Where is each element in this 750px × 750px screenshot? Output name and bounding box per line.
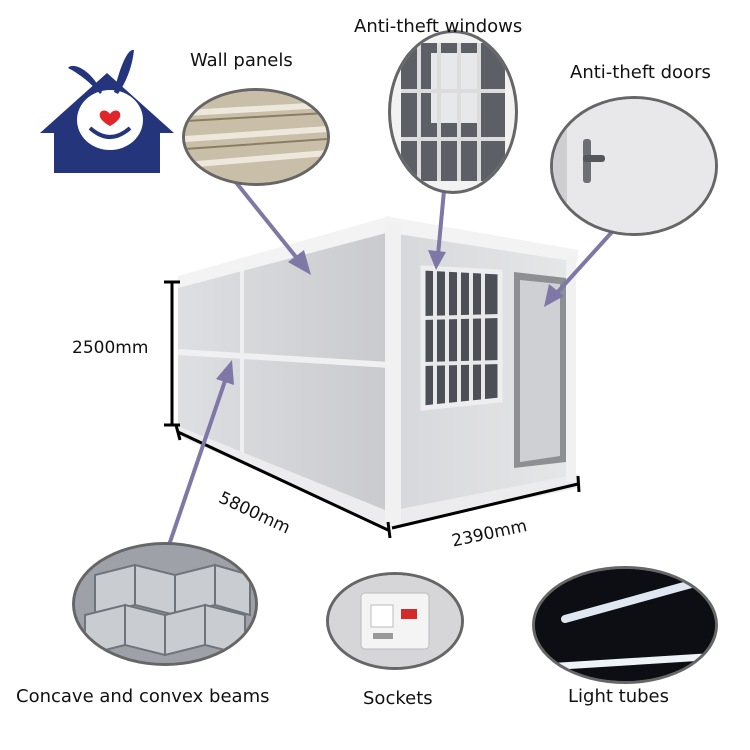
anti-theft-door-photo xyxy=(550,96,718,236)
label-anti-theft-windows: Anti-theft windows xyxy=(354,16,523,37)
label-concave-convex-beams: Concave and convex beams xyxy=(16,686,270,707)
wall-panel-photo xyxy=(182,88,330,186)
label-sockets: Sockets xyxy=(363,688,433,709)
brand-logo xyxy=(32,28,182,178)
anti-theft-window-photo xyxy=(388,30,518,194)
light-tubes-photo xyxy=(532,566,718,684)
sockets-photo xyxy=(326,572,464,670)
concave-convex-beams-photo xyxy=(72,542,258,666)
label-wall-panels: Wall panels xyxy=(190,50,293,71)
label-light-tubes: Light tubes xyxy=(568,686,669,707)
dimension-height: 2500mm xyxy=(72,338,149,358)
label-anti-theft-doors: Anti-theft doors xyxy=(570,62,711,83)
